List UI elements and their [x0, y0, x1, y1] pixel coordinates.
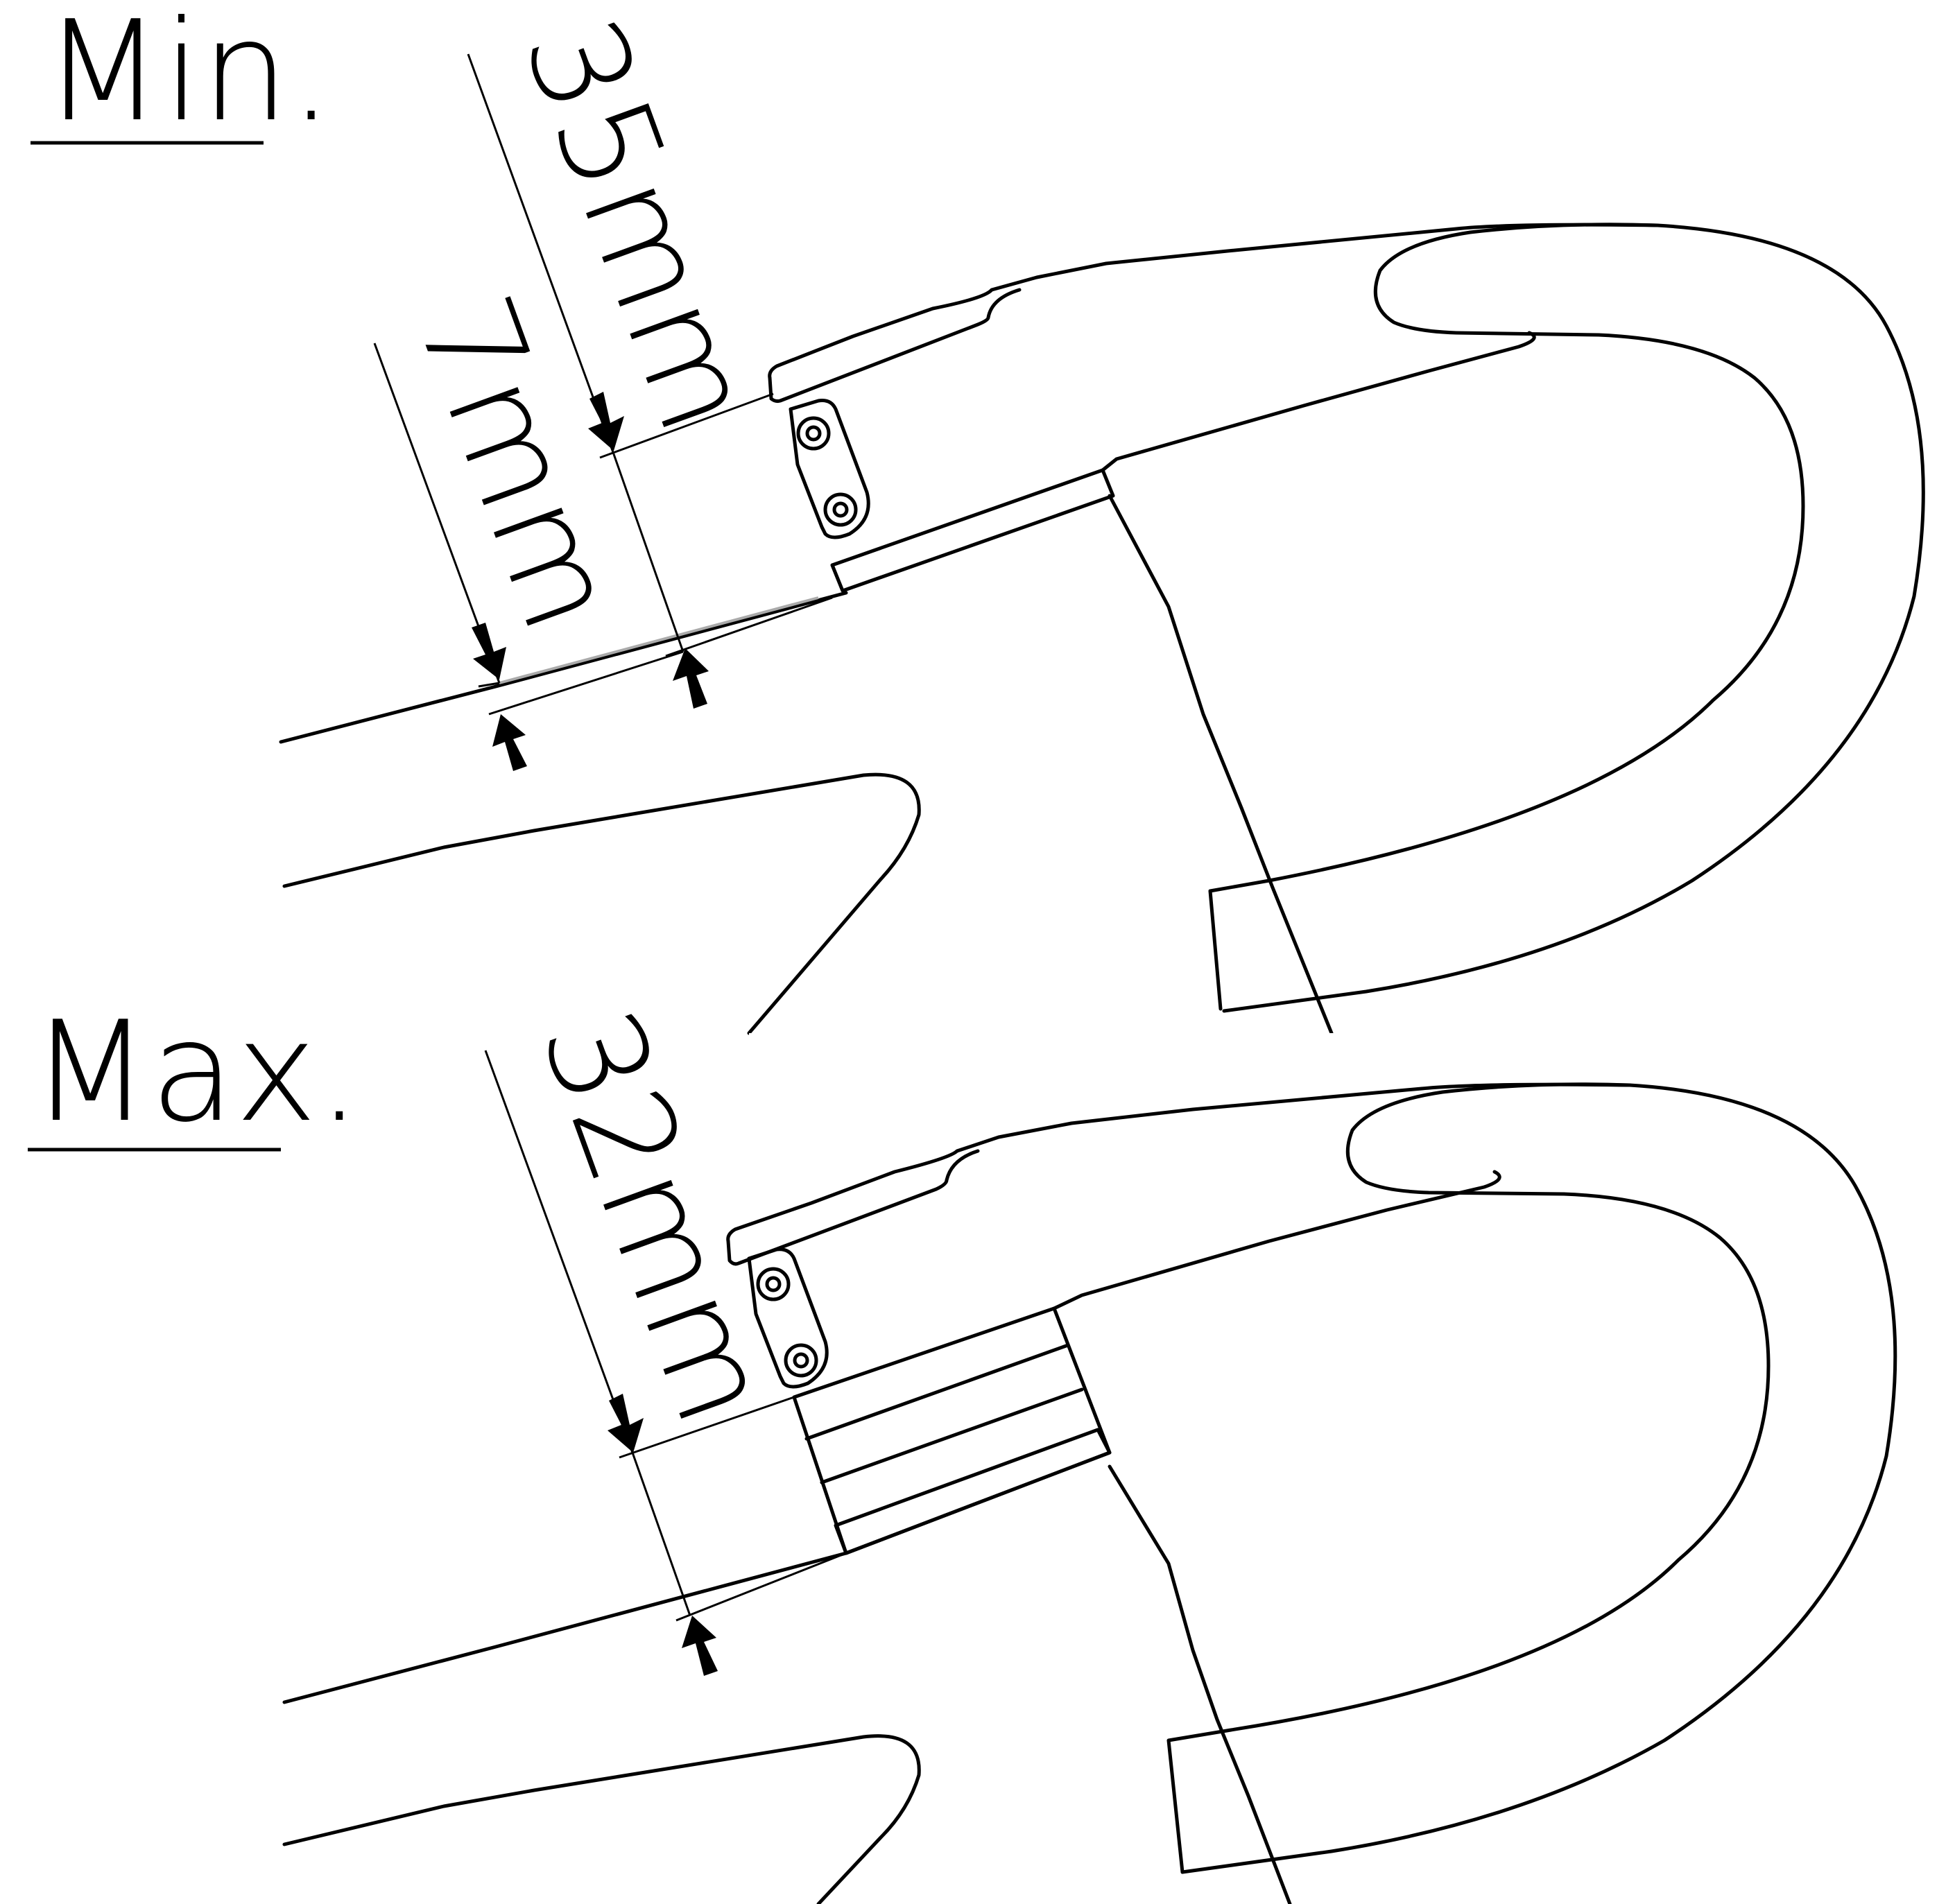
max-bolt-bottom-icon	[784, 1343, 818, 1378]
min-bolt-bottom-icon	[823, 492, 858, 527]
min-stem-nose	[768, 288, 1022, 404]
max-dim-32-arrow-top-icon	[608, 1394, 644, 1453]
max-head-tube-line	[1108, 1464, 1292, 1904]
min-dim-35-arrow-bottom-icon	[673, 648, 709, 709]
panel-max: Max. 32mm	[28, 992, 1897, 1904]
min-stem-bottom	[1101, 331, 1536, 472]
panel-min-label: Min.	[43, 0, 333, 153]
panel-min: Min.	[31, 0, 1925, 1035]
max-dim-32-leader	[484, 1050, 634, 1453]
max-stem-nose	[726, 1149, 980, 1266]
max-stem-bottom	[1052, 1170, 1501, 1310]
min-lower-tube	[282, 772, 921, 1035]
max-top-tube-upper	[282, 1551, 848, 1704]
min-handlebar-outer	[1222, 223, 1925, 1013]
max-dim-32-arrow-bottom-icon	[682, 1616, 718, 1676]
min-dim-7-arrow-top-icon	[472, 623, 506, 680]
min-bolt-top-icon	[796, 416, 831, 451]
min-dim-35-arrow-top-icon	[588, 392, 624, 451]
max-faceplate	[747, 1247, 829, 1389]
min-ghost-line	[499, 596, 819, 684]
max-lower-tube	[282, 1734, 921, 1904]
max-spacer-bottom	[834, 1428, 1112, 1555]
panel-max-label: Max.	[31, 992, 361, 1153]
min-dim-7-arrow-bottom-icon	[492, 714, 527, 771]
max-spacer-divider-1	[804, 1343, 1070, 1441]
max-handlebar-inner	[1166, 1192, 1771, 1874]
max-spacer-divider-2	[820, 1387, 1084, 1485]
max-handlebar-outer	[1180, 1083, 1897, 1874]
max-bolt-top-icon	[756, 1267, 791, 1301]
max-spacer-stack	[792, 1306, 1112, 1555]
min-faceplate	[789, 399, 870, 539]
min-handlebar-clamp	[1373, 223, 1660, 337]
max-dim-32-label: 32mm	[512, 992, 801, 1443]
min-handlebar-inner	[1208, 333, 1805, 1011]
max-dim-32-line	[631, 1452, 691, 1616]
min-top-tube-upper	[279, 591, 848, 744]
min-spacer	[830, 468, 1115, 593]
min-dim-35-leader	[467, 53, 615, 455]
min-dim-35-ref-top	[599, 392, 774, 459]
panel-separator	[749, 1033, 1373, 1040]
min-dim-35-line	[612, 453, 684, 652]
min-head-tube-line	[1108, 494, 1334, 1035]
max-handlebar-clamp	[1345, 1082, 1632, 1196]
max-dim-32-ref-top	[619, 1396, 795, 1459]
